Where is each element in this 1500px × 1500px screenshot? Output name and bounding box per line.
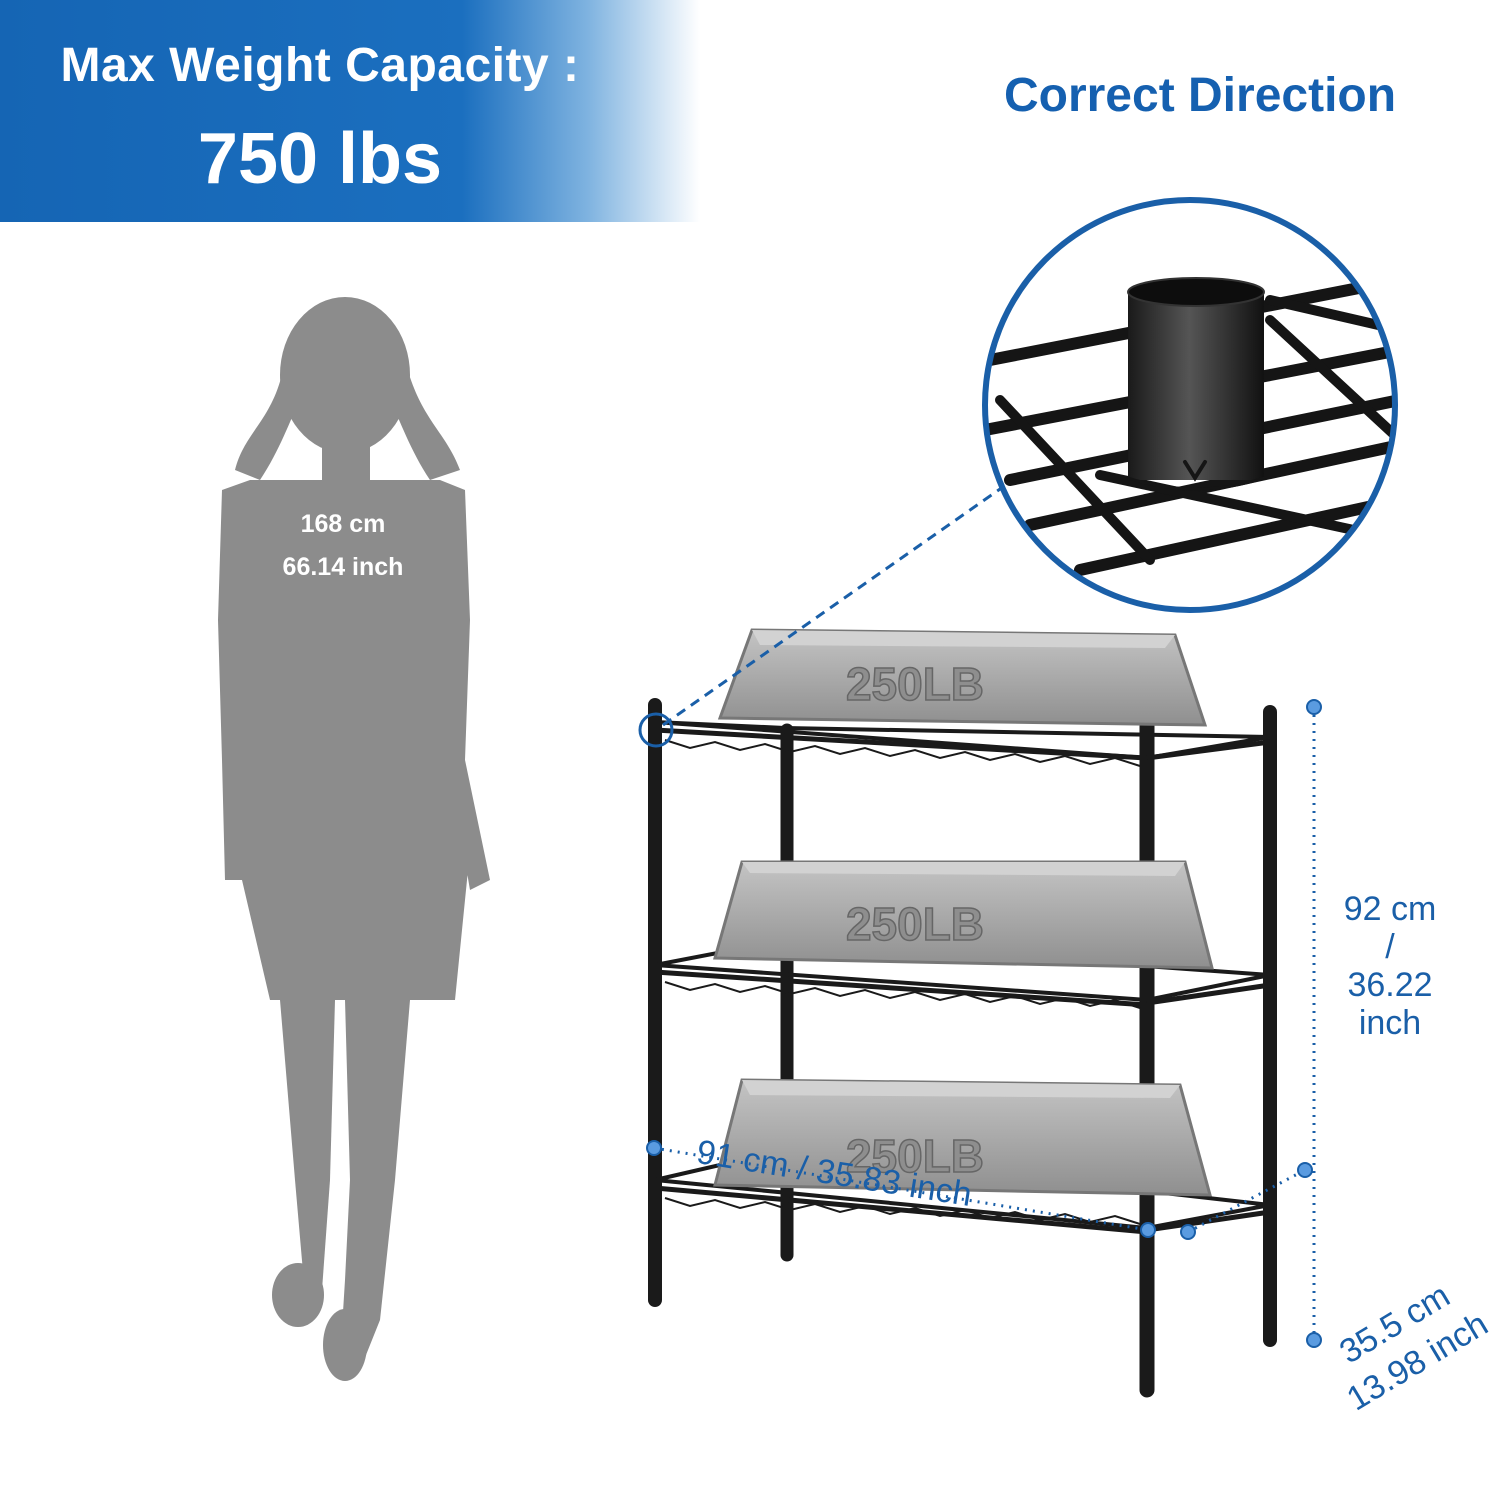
weight-block-bottom	[713, 1078, 1212, 1197]
height-inch-value: 36.22	[1347, 966, 1433, 1004]
capacity-banner	[0, 0, 700, 222]
weight-label-middle: 250LB	[846, 898, 984, 950]
weight-label-top: 250LB	[846, 658, 984, 710]
person-height-cm: 168 cm	[300, 510, 386, 538]
height-separator: /	[1385, 928, 1395, 966]
callout-marker	[638, 712, 674, 748]
height-dimension-label: 92 cm / 36.22 inch	[1320, 890, 1460, 1042]
height-inch-unit: inch	[1358, 1004, 1422, 1042]
detail-callout-circle	[982, 197, 1398, 613]
wire-shelf-rack	[648, 698, 1277, 1398]
capacity-value: 750 lbs	[197, 119, 443, 199]
capacity-label: Max Weight Capacity :	[60, 39, 580, 92]
callout-connector	[662, 473, 1021, 727]
callout-title: Correct Direction	[1003, 69, 1397, 122]
weight-label-bottom: 250LB	[846, 1130, 984, 1182]
height-cm: 92 cm	[1343, 890, 1437, 928]
weight-block-middle	[713, 860, 1214, 970]
person-height-inch: 66.14 inch	[282, 553, 404, 581]
dimension-guides	[646, 699, 1322, 1348]
weight-block-top	[717, 628, 1208, 727]
person-silhouette	[218, 297, 490, 1381]
